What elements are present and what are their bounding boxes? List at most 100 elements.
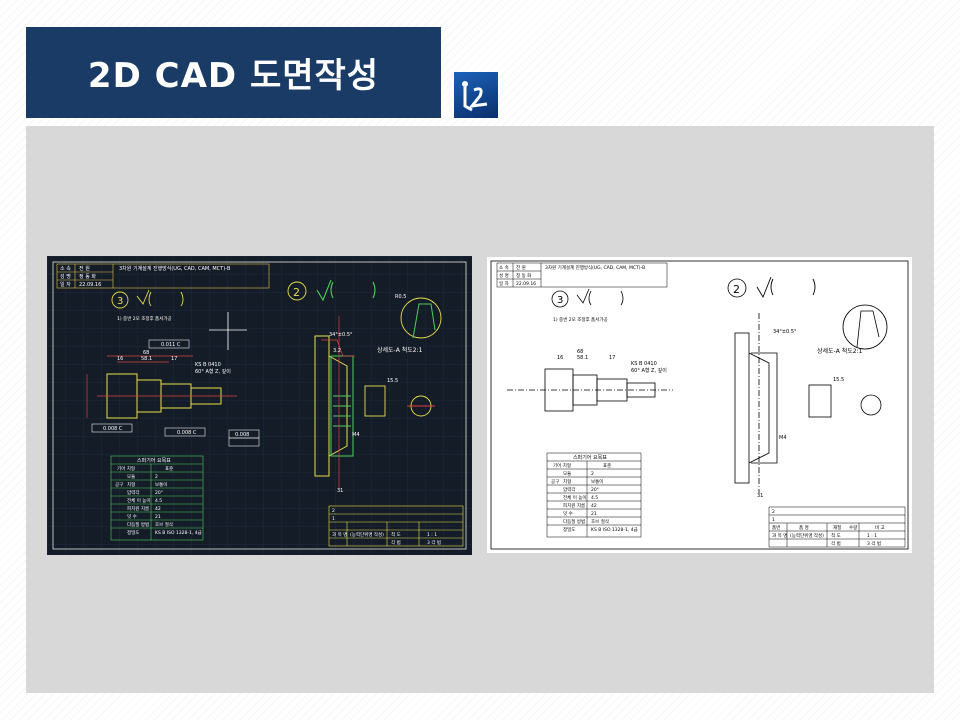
dim-17: 17	[171, 356, 177, 362]
l-gear-row-value: 호브 절삭	[591, 518, 609, 525]
gear-table-h1: 기어 치형	[117, 465, 135, 472]
tb-course-value: (능력단위명 작성)	[350, 531, 384, 538]
logo-icon	[462, 81, 488, 112]
l-gear-row-group: 공구	[551, 479, 559, 485]
tb-row-2: 2	[332, 508, 335, 514]
tb-method-label: 각 법	[391, 539, 401, 546]
l-tb-header: 수량	[849, 524, 857, 531]
l-dim-m4: M4	[779, 435, 787, 441]
tol-4: 0.008	[235, 432, 249, 438]
l-info-subject-label: 소 속	[499, 264, 509, 271]
gear-row-label: 모듈	[127, 474, 135, 480]
l-tb-row-2: 2	[772, 509, 775, 515]
dim-68: 68	[143, 350, 149, 356]
l-dim-68: 68	[577, 349, 583, 355]
l-dim-16: 16	[557, 355, 563, 361]
gear-row-value: 42	[155, 506, 161, 512]
callout-3: 3	[117, 296, 123, 307]
tol-2: 0.008 C	[103, 426, 123, 432]
dim-16: 16	[117, 356, 123, 362]
dim-m4: M4	[352, 432, 360, 438]
tol-3: 0.008 C	[177, 430, 197, 436]
note-text: 1) 중번 2모 조정후 품서가공	[117, 315, 172, 322]
l-tb-method-value: 3 각 법	[867, 540, 881, 547]
info-name-label: 성 명	[60, 273, 71, 280]
cad-drawing-dark: 소 속 전 원 성 명 정 동 화 일 자 22.09.16 3차원 기계설계 …	[47, 256, 472, 555]
gear-row-label: 다듬질 방법	[127, 521, 149, 528]
cad-drawing-light: 소 속 전 원 성 명 정 동 화 일 자 22.09.16 3차원 기계설계 …	[487, 257, 912, 553]
l-gear-row-label: 다듬질 방법	[563, 518, 585, 525]
l-tb-header: 재질	[833, 524, 841, 531]
info-project: 3차원 기계설계 진행방식(UG, CAD, CAM, MCT)-B	[119, 265, 231, 272]
gear-row-label: 치형	[127, 481, 135, 488]
gear-row-value: KS B ISO 1328-1, 4급	[155, 530, 202, 536]
ks-note: KS B 0410	[195, 362, 221, 368]
gear-row-value: 호브 절삭	[155, 521, 173, 528]
info-subject-label: 소 속	[60, 265, 71, 272]
gear-row-group: 공구	[115, 482, 123, 488]
tb-row-1: 1	[332, 516, 335, 522]
l-tb-method-label: 각 법	[831, 540, 841, 547]
l-info-name-value: 정 동 화	[516, 272, 531, 279]
l-dim-58: 58.1	[577, 355, 588, 361]
l-tb-row-1: 1	[772, 517, 775, 523]
l-gear-row-value: 2	[591, 471, 594, 477]
dim-15-5: 15.5	[387, 378, 398, 384]
tb-course-label: 과 목 명	[332, 531, 347, 538]
brand-logo	[454, 72, 498, 118]
l-gear-row-label: 압력각	[563, 486, 575, 493]
l-angle-dim: 34°±0.5°	[773, 329, 797, 335]
info-name-value: 정 동 화	[79, 273, 96, 280]
l-ks-note-2: 60° A형 Z, 깊이	[631, 367, 667, 374]
l-gear-row-label: 치형	[563, 478, 571, 485]
info-subject-value: 전 원	[79, 265, 90, 272]
detail-label: 상세도-A 척도2:1	[377, 346, 423, 354]
l-dim-17: 17	[609, 355, 615, 361]
l-tb-scale-value: 1 : 1	[867, 533, 877, 539]
tb-scale-value: 1 : 1	[427, 532, 437, 538]
gear-row-label: 압력각	[127, 489, 139, 496]
l-gear-row-value: 4.5	[591, 495, 598, 501]
l-callout-3: 3	[557, 295, 563, 306]
gear-row-label: 피치원 지름	[127, 505, 149, 512]
l-detail-label: 상세도-A 척도2:1	[817, 347, 863, 355]
l-tb-header: 품 명	[799, 524, 809, 531]
l-dim-15-5: 15.5	[833, 377, 844, 383]
l-tb-scale-label: 척 도	[831, 532, 841, 539]
gear-row-value: 20°	[155, 490, 163, 496]
dim-58: 58.1	[141, 356, 152, 362]
dim-31: 31	[337, 488, 343, 494]
l-callout-2: 2	[733, 283, 740, 296]
l-tb-course-value: (능력단위명 작성)	[790, 532, 824, 539]
l-gear-table-title: 스퍼기어 요목표	[573, 454, 607, 461]
l-gear-row-label: 전체 이 높이	[563, 494, 587, 501]
gear-row-value: 4.5	[155, 498, 162, 504]
tb-method-value: 3 각 법	[427, 539, 441, 546]
l-info-project: 3차원 기계설계 진행방식(UG, CAD, CAM, MCT)-B	[545, 264, 645, 271]
gear-row-label: 전체 이 높이	[127, 497, 151, 504]
l-gear-row-value: 42	[591, 503, 597, 509]
l-gear-row-label: 모듈	[563, 471, 571, 477]
l-gear-row-value: 보통이	[591, 478, 603, 485]
callout-2: 2	[293, 286, 300, 299]
dim-r0-5: R0.5	[395, 294, 406, 300]
l-info-subject-value: 전 원	[516, 264, 526, 271]
l-gear-row-label: 잇 수	[563, 510, 573, 517]
l-gear-row-label: 피치원 지름	[563, 502, 585, 509]
angle-dim: 34°±0.5°	[329, 332, 353, 338]
gear-table-h2: 표준	[165, 466, 173, 472]
l-ks-note: KS B 0410	[631, 361, 657, 367]
page-title: 2D CAD 도면작성	[87, 56, 380, 96]
gear-row-label: 잇 수	[127, 513, 137, 520]
info-date-label: 일 자	[60, 281, 71, 288]
l-info-date-label: 일 자	[499, 280, 510, 287]
info-date-value: 22.09.16	[79, 282, 101, 288]
dim-3-2: 3.2	[333, 348, 341, 354]
l-gear-table-h2: 표준	[603, 463, 611, 469]
gear-row-value: 21	[155, 514, 161, 520]
title-box: 2D CAD 도면작성	[26, 27, 441, 118]
l-tb-header: 품번	[772, 524, 780, 531]
l-gear-row-value: 21	[591, 511, 597, 517]
gear-row-value: 보통이	[155, 481, 167, 488]
gear-row-label: 정밀도	[127, 529, 139, 536]
